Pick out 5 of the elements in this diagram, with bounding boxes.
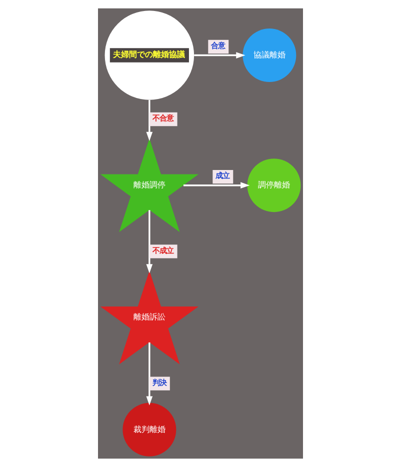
arrow [146, 342, 152, 406]
arrow [182, 182, 250, 189]
arrow [146, 210, 152, 274]
arrow [146, 100, 152, 142]
arrow [194, 52, 245, 58]
